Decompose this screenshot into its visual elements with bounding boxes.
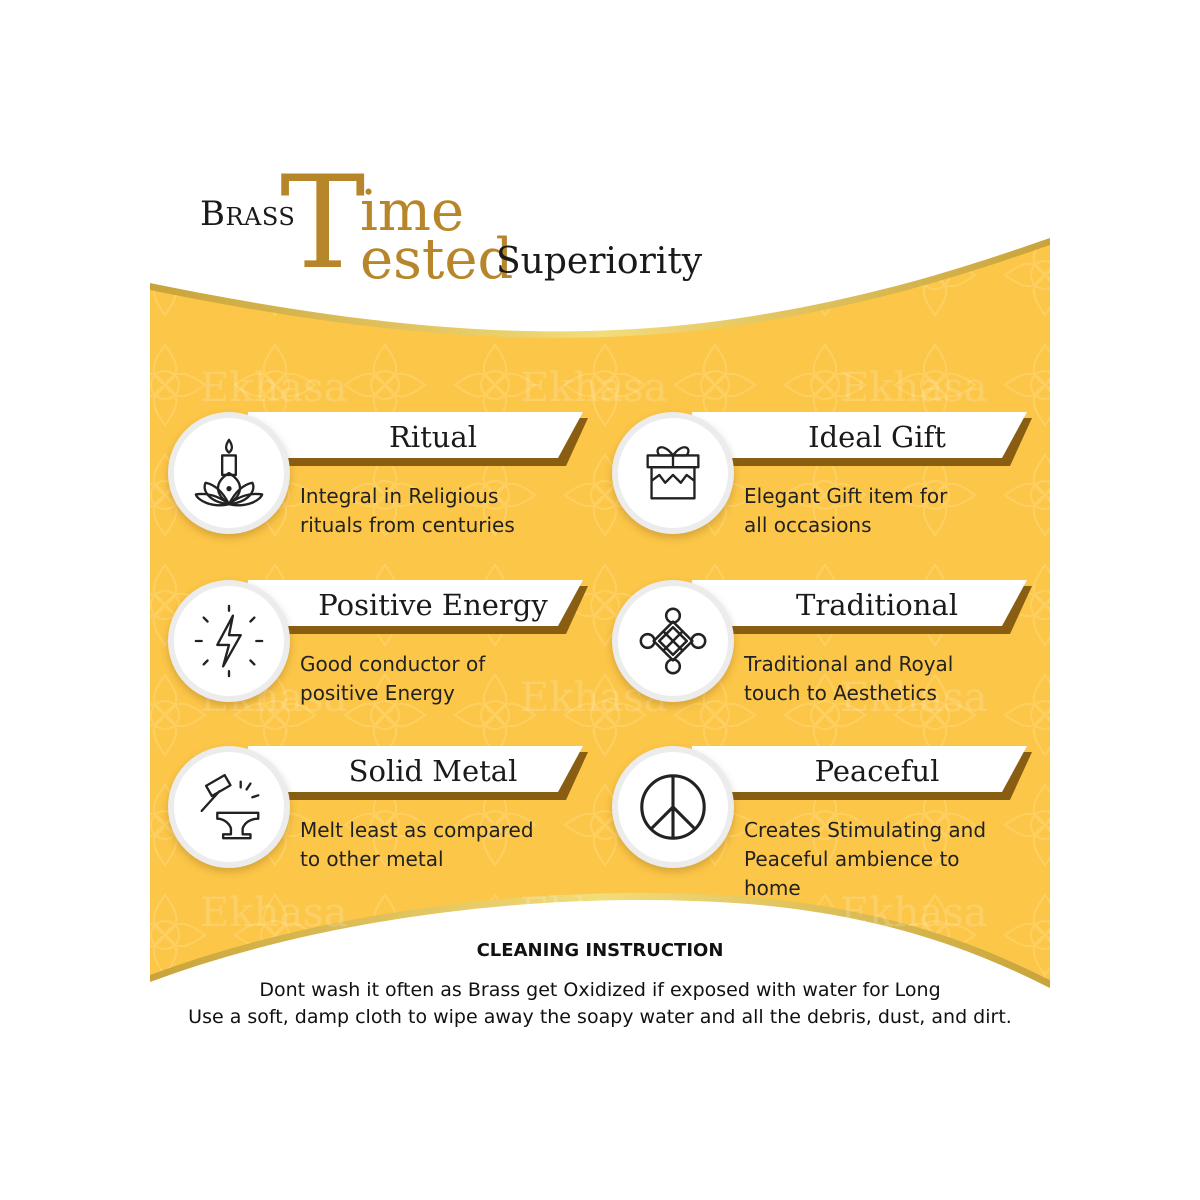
feature-description: Good conductor of positive Energy (300, 650, 590, 708)
feature-icon-circle (612, 412, 734, 534)
feature-description: Elegant Gift item for all occasions (744, 482, 1034, 540)
feature-icon-circle (612, 746, 734, 868)
cleaning-title: CLEANING INSTRUCTION (476, 940, 724, 961)
title-brass-text: Brass (200, 194, 296, 234)
feature-ribbon: Traditional (672, 580, 1032, 634)
feature-description-line: Creates Stimulating and (744, 818, 987, 842)
feature-description: Traditional and Royal touch to Aesthetic… (744, 650, 1034, 708)
feature-description: Creates Stimulating and Peaceful ambienc… (744, 816, 1034, 903)
gift-box-icon (646, 446, 700, 500)
feature-title: Traditional (796, 588, 958, 622)
title-superiority-text: Superiority (496, 241, 703, 282)
feature-description-line: Integral in Religious (300, 484, 499, 508)
feature-icon-circle (168, 412, 290, 534)
feature-description-line: Peaceful ambience to (744, 847, 960, 871)
candle-lotus-icon (194, 438, 264, 507)
feature-icon-circle (168, 580, 290, 702)
feature-ribbon: Ritual (228, 412, 588, 466)
feature-icon-circle (612, 580, 734, 702)
feature-title: Peaceful (814, 754, 940, 788)
feature-description-line: home (744, 876, 801, 900)
title-big-t: T (280, 149, 366, 298)
feature-description-line: all occasions (744, 513, 872, 537)
feature-description-line: Good conductor of (300, 652, 486, 676)
feature-description: Melt least as compared to other metal (300, 816, 590, 874)
feature-description-line: Elegant Gift item for (744, 484, 948, 508)
feature-description-line: positive Energy (300, 681, 455, 705)
feature-description-line: rituals from centuries (300, 513, 515, 537)
title-tested: ested (360, 227, 514, 292)
feature-traditional: Traditional Traditional and Royal touch … (612, 580, 1032, 720)
title-brass: Brass (200, 194, 295, 234)
feature-title: Solid Metal (348, 754, 518, 788)
title-superiority: Superiority (496, 244, 702, 280)
feature-icon-circle (168, 746, 290, 868)
feature-description-line: to other metal (300, 847, 444, 871)
feature-positive-energy: Positive Energy Good conductor of positi… (168, 580, 588, 720)
lightning-energy-icon (194, 604, 264, 678)
endless-knot-icon (639, 607, 707, 675)
feature-ritual: Ritual Integral in Religious rituals fro… (168, 412, 588, 552)
feature-peaceful: Peaceful Creates Stimulating and Peacefu… (612, 746, 1032, 900)
feature-solid-metal: Solid Metal Melt least as compared to ot… (168, 746, 588, 886)
feature-description-line: Melt least as compared (300, 818, 534, 842)
hammer-anvil-icon (200, 773, 260, 840)
feature-description: Integral in Religious rituals from centu… (300, 482, 590, 540)
feature-title: Ideal Gift (808, 420, 946, 454)
page-title: Brass T ime ested Superiority (200, 160, 720, 292)
feature-description-line: Traditional and Royal (744, 652, 954, 676)
feature-ribbon: Positive Energy (228, 580, 588, 634)
feature-ideal-gift: Ideal Gift Elegant Gift item for all occ… (612, 412, 1032, 552)
peace-sign-icon (640, 774, 706, 840)
title-time: ime (360, 179, 465, 244)
feature-ribbon: Peaceful (672, 746, 1032, 800)
feature-description-line: touch to Aesthetics (744, 681, 937, 705)
cleaning-line-1: Dont wash it often as Brass get Oxidized… (259, 979, 941, 1001)
feature-ribbon: Ideal Gift (672, 412, 1032, 466)
feature-title: Ritual (388, 420, 477, 454)
feature-title: Positive Energy (318, 588, 548, 622)
cleaning-line-2: Use a soft, damp cloth to wipe away the … (188, 1006, 1012, 1028)
feature-ribbon: Solid Metal (228, 746, 588, 800)
